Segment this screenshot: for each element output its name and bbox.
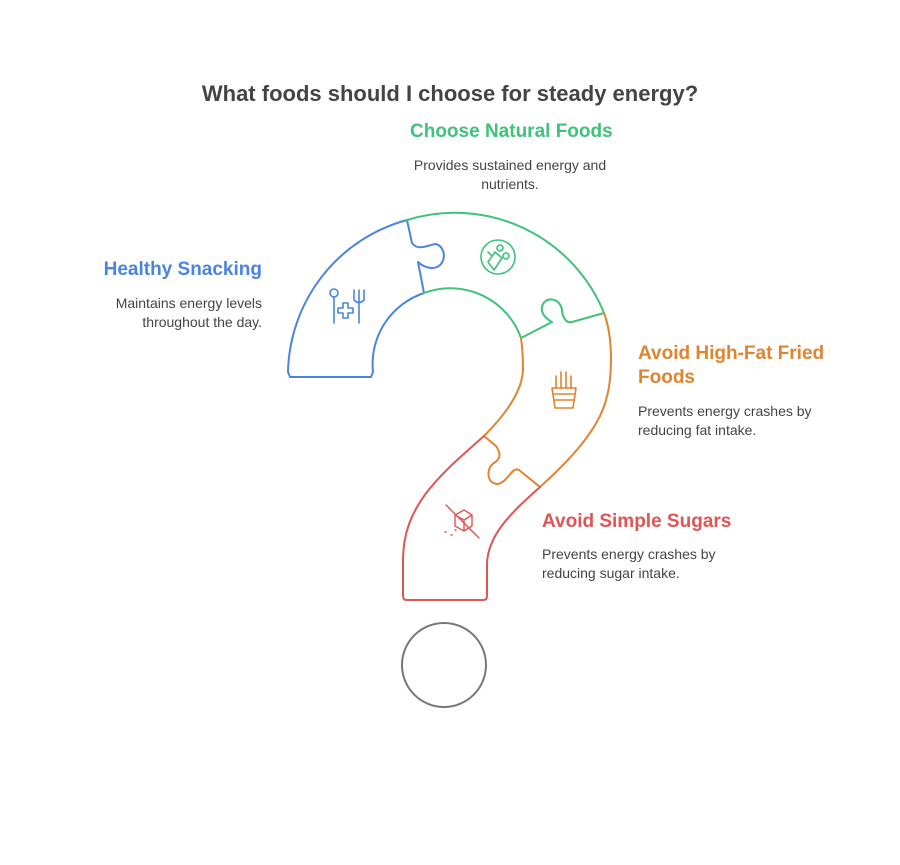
segment-natural-foods [406,211,605,339]
utensils-health-icon [329,288,365,324]
item-description: Prevents energy crashes by reducing suga… [542,546,716,581]
item-description: Provides sustained energy and nutrients. [413,157,607,192]
fries-icon [551,371,577,409]
segment-healthy-snacking [287,219,445,378]
item-description: Prevents energy crashes by reducing fat … [638,403,812,438]
item-heading: Choose Natural Foods [410,121,613,142]
carrot-plate-icon [480,239,516,275]
item-heading: Healthy Snacking [103,259,262,280]
item-description: Maintains energy levels throughout the d… [115,295,262,330]
segment-simple-sugars [402,435,541,601]
item-heading: Avoid High-Fat Fried Foods [638,343,825,388]
item-heading: Avoid Simple Sugars [542,511,732,532]
segment-fried-foods [483,312,612,488]
question-dot [401,622,487,708]
page-title: What foods should I choose for steady en… [201,81,699,106]
no-sugar-cube-icon [444,504,480,539]
